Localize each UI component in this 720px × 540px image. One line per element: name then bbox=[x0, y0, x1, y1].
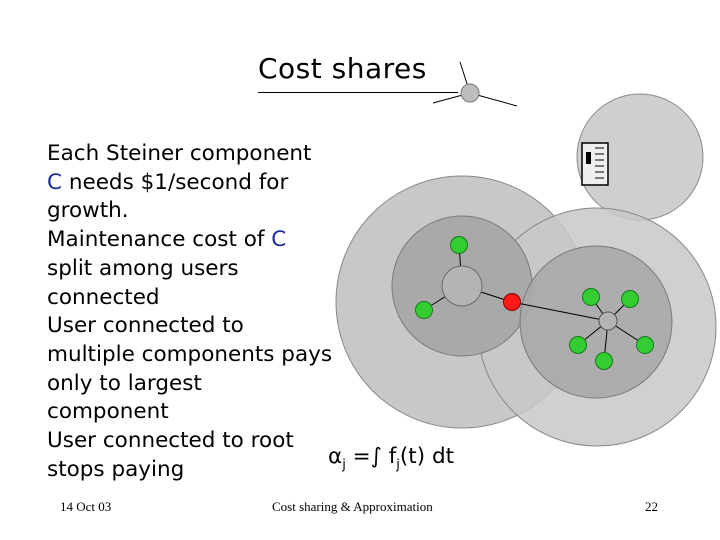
user-node bbox=[569, 336, 587, 354]
body-line: split among users bbox=[47, 255, 239, 281]
body-line: C needs $1/second for bbox=[47, 169, 289, 195]
body-line: component bbox=[47, 399, 169, 425]
user-node bbox=[450, 236, 468, 254]
body-line: multiple components pays bbox=[47, 341, 333, 367]
server-icon bbox=[581, 142, 609, 186]
body-line: Maintenance cost of C bbox=[47, 227, 287, 253]
footer-date: 14 Oct 03 bbox=[60, 499, 112, 514]
title-underline bbox=[258, 92, 458, 93]
slide-body: Each Steiner component C needs $1/second… bbox=[47, 140, 387, 484]
steiner-node bbox=[441, 265, 483, 307]
steiner-node bbox=[598, 311, 618, 331]
user-node bbox=[621, 290, 639, 308]
body-line: Each Steiner component bbox=[47, 141, 312, 166]
body-line: stops paying bbox=[47, 456, 185, 482]
footer-title: Cost sharing & Approximation bbox=[272, 499, 433, 514]
component-circle-inner bbox=[519, 245, 673, 399]
body-line: connected bbox=[47, 284, 160, 310]
cost-share-formula: αj =∫ fj(t) dt bbox=[328, 444, 455, 473]
body-line: User connected to root bbox=[47, 428, 294, 454]
shared-user-node bbox=[503, 293, 521, 311]
user-node bbox=[595, 352, 613, 370]
body-line: growth. bbox=[47, 198, 129, 224]
title-node bbox=[460, 83, 480, 103]
component-symbol: C bbox=[47, 169, 63, 195]
component-symbol: C bbox=[271, 227, 287, 253]
page-number: 22 bbox=[645, 499, 658, 514]
body-line: User connected to bbox=[47, 313, 244, 339]
user-node bbox=[582, 288, 600, 306]
user-node bbox=[415, 301, 433, 319]
user-node bbox=[636, 336, 654, 354]
body-line: only to largest bbox=[47, 370, 202, 396]
tree-edge bbox=[511, 301, 609, 322]
slide-title: Cost shares bbox=[258, 52, 427, 85]
